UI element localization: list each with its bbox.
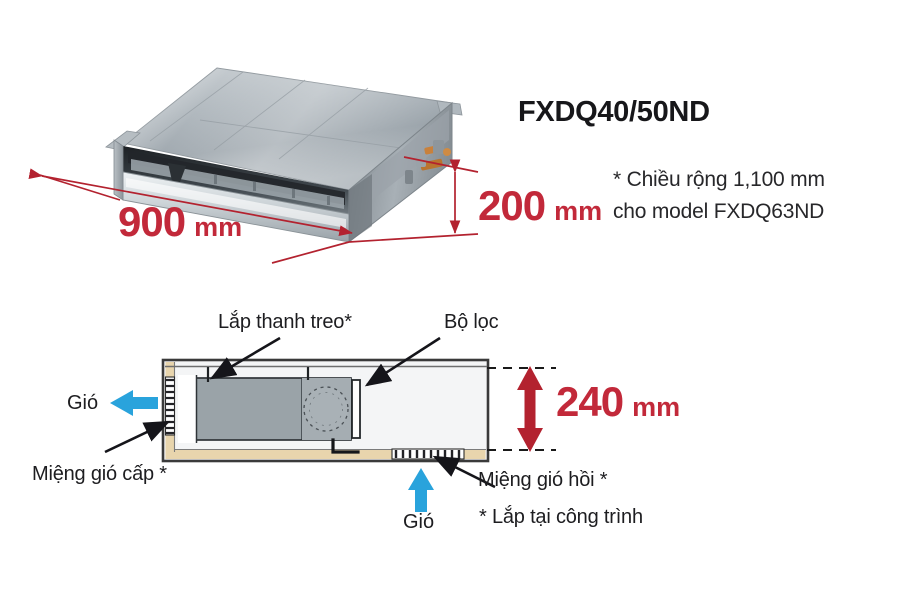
- insulation-bottom: [165, 449, 486, 459]
- dimension-depth-value: 200: [478, 182, 546, 229]
- unit-top-sheen: [123, 68, 452, 190]
- label-return-air-inlet: Miệng gió hồi *: [478, 469, 608, 491]
- label-airflow-return: Gió: [403, 511, 435, 533]
- dimension-length-unit: mm: [194, 212, 243, 242]
- ext-line-depth-bottom: [348, 233, 479, 243]
- airflow-arrow-return: [408, 468, 434, 512]
- dimension-height-value: 240: [556, 378, 624, 425]
- label-hanger-bar: Lắp thanh treo*: [218, 311, 352, 333]
- ext-line-depth-top: [403, 156, 479, 173]
- leader-hanger: [209, 336, 281, 380]
- footnote-site-installed: * Lắp tại công trình: [479, 506, 643, 528]
- model-title: FXDQ40/50ND: [518, 96, 710, 128]
- refrigerant-pipe-connections: [416, 140, 451, 171]
- leader-supply-outlet: [104, 420, 171, 454]
- dim-line-900: [28, 168, 353, 237]
- leader-return-inlet: [432, 455, 496, 489]
- blower-fan-inner: [309, 392, 343, 426]
- width-note-line-1: * Chiều rộng 1,100 mm: [613, 168, 825, 191]
- dimension-length-value: 900: [118, 198, 186, 245]
- label-airflow-supply: Gió: [67, 392, 99, 414]
- drain-pipe: [331, 438, 360, 454]
- dimension-label-length: 900 mm: [118, 198, 242, 246]
- unit-service-panel: [372, 110, 449, 200]
- supply-air-grille: [164, 376, 176, 436]
- label-air-filter: Bộ lọc: [444, 311, 499, 333]
- blower-fan-circle: [303, 386, 349, 432]
- supply-plenum-gap: [178, 375, 196, 443]
- air-filter: [351, 379, 361, 439]
- unit-top-seams: [149, 71, 431, 160]
- label-supply-air-outlet: Miệng gió cấp *: [32, 463, 167, 485]
- dimension-depth-unit: mm: [554, 196, 603, 226]
- dimension-label-height: 240 mm: [556, 378, 680, 426]
- dimension-label-depth: 200 mm: [478, 182, 602, 230]
- airflow-arrow-supply: [110, 390, 158, 416]
- return-air-grille: [391, 448, 465, 460]
- dimension-height-unit: mm: [632, 392, 681, 422]
- ext-line-right: [271, 241, 350, 264]
- unit-endface-shadow: [349, 174, 372, 242]
- dimension-height-240: [487, 366, 556, 452]
- unit-drain-stub: [405, 170, 413, 184]
- leader-filter: [364, 336, 441, 387]
- width-note-line-2: cho model FXDQ63ND: [613, 200, 825, 223]
